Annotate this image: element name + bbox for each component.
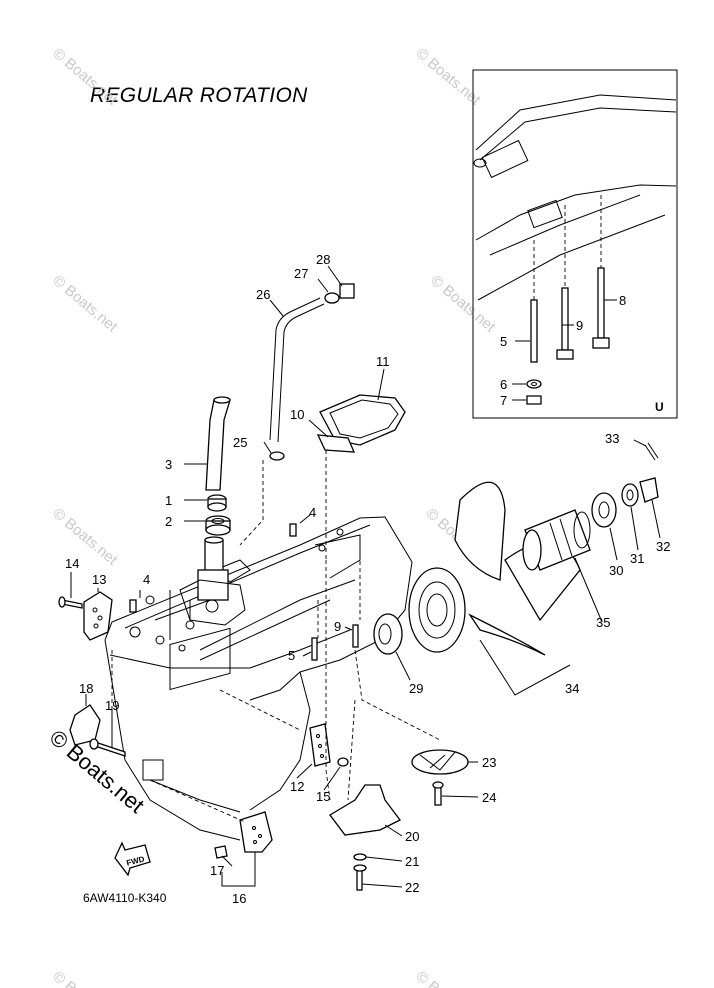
part-label: 1 bbox=[165, 493, 172, 508]
part-label: 24 bbox=[482, 790, 496, 805]
watermark: © Boats.net bbox=[427, 272, 499, 336]
part-grommet-25 bbox=[269, 451, 285, 461]
part-label: 18 bbox=[79, 681, 93, 696]
leader-lines bbox=[70, 265, 661, 888]
water-pump bbox=[179, 536, 246, 626]
part-label: 30 bbox=[609, 563, 623, 578]
part-label: 8 bbox=[619, 293, 626, 308]
inset-marker: U bbox=[655, 400, 664, 414]
watermark: © Boats.net bbox=[49, 968, 121, 988]
part-label: 5 bbox=[288, 648, 295, 663]
part-label: 21 bbox=[405, 854, 419, 869]
part-skeg bbox=[329, 784, 401, 891]
part-label: 33 bbox=[605, 431, 619, 446]
diagram-code: 6AW4110-K340 bbox=[83, 891, 167, 905]
part-impeller bbox=[411, 749, 469, 806]
part-grommets bbox=[205, 494, 231, 536]
part-label: 4 bbox=[143, 572, 150, 587]
part-label: 26 bbox=[256, 287, 270, 302]
part-water-tube bbox=[205, 396, 231, 491]
part-label: 23 bbox=[482, 755, 496, 770]
part-label: 12 bbox=[290, 779, 304, 794]
part-bushing bbox=[522, 509, 591, 571]
part-label: 13 bbox=[92, 572, 106, 587]
part-label: 10 bbox=[290, 407, 304, 422]
watermarks: © Boats.net © Boats.net © Boats.net © Bo… bbox=[45, 45, 499, 988]
part-label: 15 bbox=[316, 789, 330, 804]
part-label: 27 bbox=[294, 266, 308, 281]
watermark: © Boats.net bbox=[49, 45, 121, 109]
part-label: 28 bbox=[316, 252, 330, 267]
part-label: 32 bbox=[656, 539, 670, 554]
inset-box bbox=[472, 69, 678, 419]
part-label: 9 bbox=[334, 619, 341, 634]
part-label: 16 bbox=[232, 891, 246, 906]
part-anode-16 bbox=[214, 811, 273, 859]
part-label: 4 bbox=[309, 505, 316, 520]
watermark: © Boats.net bbox=[412, 968, 484, 988]
part-label: 17 bbox=[210, 863, 224, 878]
watermark-large: © Boats.net bbox=[45, 725, 149, 818]
part-gasket bbox=[316, 394, 406, 453]
part-label: 29 bbox=[409, 681, 423, 696]
part-label: 5 bbox=[500, 334, 507, 349]
part-label: 25 bbox=[233, 435, 247, 450]
part-anode-13 bbox=[58, 591, 113, 641]
part-label: 35 bbox=[596, 615, 610, 630]
part-pin bbox=[289, 523, 297, 537]
part-label: 11 bbox=[376, 354, 390, 369]
part-hose bbox=[269, 283, 355, 443]
part-label: 9 bbox=[576, 318, 583, 333]
part-label: 34 bbox=[565, 681, 579, 696]
watermark: © Boats.net bbox=[49, 505, 121, 569]
part-thrust-washer bbox=[373, 613, 403, 655]
part-label: 7 bbox=[500, 393, 507, 408]
part-label: 3 bbox=[165, 457, 172, 472]
watermark: © Boats.net bbox=[49, 272, 121, 336]
part-trim-tab bbox=[69, 704, 126, 757]
part-label: 20 bbox=[405, 829, 419, 844]
part-prop-hardware bbox=[591, 442, 659, 528]
part-label: 22 bbox=[405, 880, 419, 895]
part-anode-12 bbox=[309, 723, 349, 767]
part-pin bbox=[129, 599, 137, 613]
part-bolt bbox=[311, 637, 318, 661]
part-bolt bbox=[352, 624, 359, 648]
title: REGULAR ROTATION bbox=[90, 84, 308, 107]
part-label: 19 bbox=[105, 698, 119, 713]
part-labels: 1 2 3 4 4 5 5 6 7 8 9 9 10 11 12 13 14 1… bbox=[65, 252, 670, 906]
part-label: 31 bbox=[630, 551, 644, 566]
part-label: 2 bbox=[165, 514, 172, 529]
part-label: 6 bbox=[500, 377, 507, 392]
fwd-arrow bbox=[114, 841, 151, 877]
part-label: 14 bbox=[65, 556, 79, 571]
